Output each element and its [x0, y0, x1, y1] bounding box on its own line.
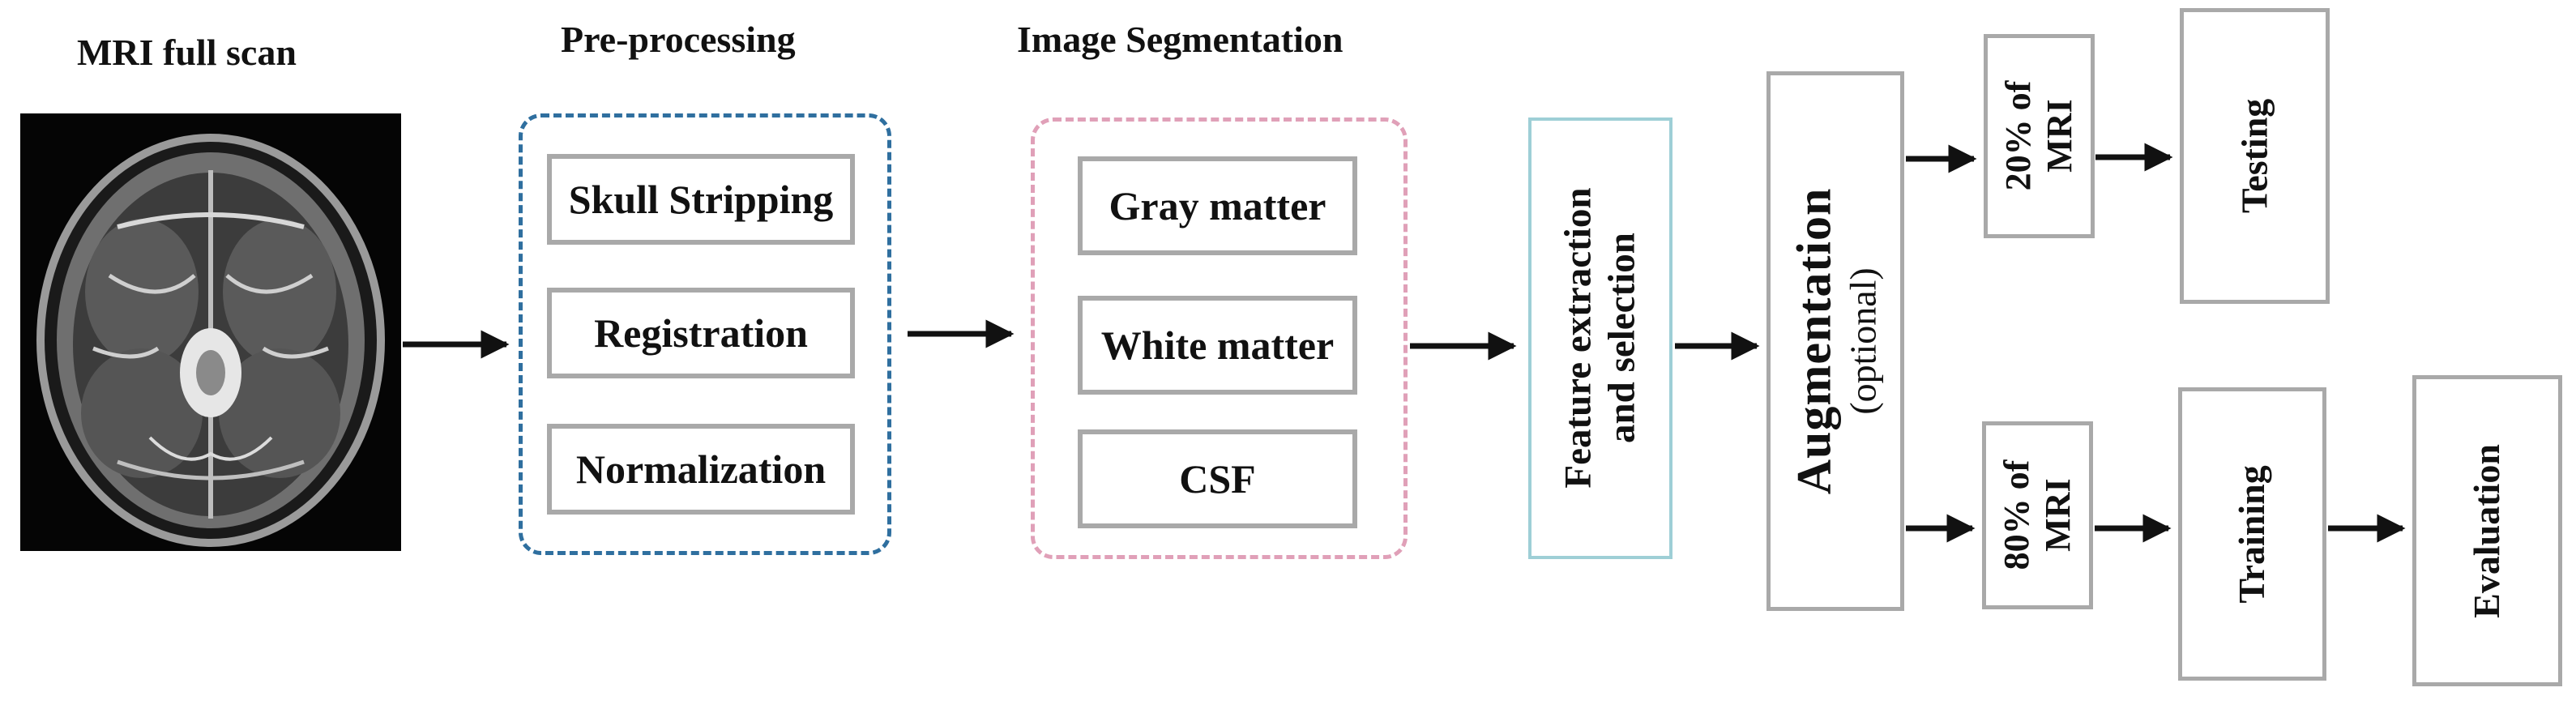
brain-scan-graphic [20, 113, 401, 551]
preprocessing-group [519, 113, 891, 555]
augmentation-box: Augmentation (optional) [1766, 71, 1904, 611]
gray-matter-box: Gray matter [1078, 156, 1357, 255]
registration-box: Registration [547, 288, 855, 378]
skull-stripping-box: Skull Stripping [547, 154, 855, 245]
csf-box: CSF [1078, 429, 1357, 528]
evaluation-box: Evaluation [2412, 375, 2562, 686]
preprocessing-title: Pre-processing [561, 19, 796, 60]
training-box: Training [2178, 387, 2326, 681]
white-matter-box: White matter [1078, 296, 1357, 395]
segmentation-group [1031, 117, 1408, 559]
segmentation-title: Image Segmentation [1017, 19, 1344, 60]
normalization-box: Normalization [547, 424, 855, 515]
mri-brain-image [20, 113, 401, 551]
train-split-box: 80% of MRI [1982, 421, 2093, 609]
feature-extraction-box: Feature extraction and selection [1528, 117, 1672, 559]
test-split-box: 20% of MRI [1984, 34, 2095, 238]
mri-scan-title: MRI full scan [77, 32, 297, 73]
testing-box: Testing [2180, 8, 2330, 304]
